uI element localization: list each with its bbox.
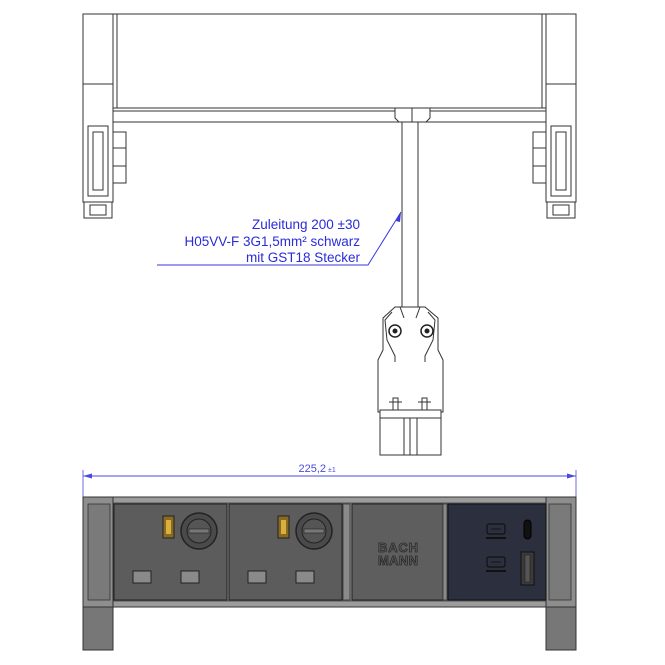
annotation-line-3: mit GST18 Stecker: [246, 250, 361, 265]
socket-slot: [180, 570, 200, 584]
usb-a-icon: [486, 556, 506, 568]
bachmann-logo-line2: MANN: [378, 553, 418, 568]
usb-c-port: [523, 519, 532, 540]
socket-module-2: [228, 503, 343, 601]
dimension-tolerance: ±1: [328, 467, 336, 474]
dimension-value: 225,2: [298, 463, 326, 475]
cable: [401, 121, 419, 308]
top-body: [112, 13, 547, 109]
top-rail: [112, 107, 547, 123]
right-end-cap: [532, 13, 577, 219]
bachmann-logo: BACH: [378, 540, 418, 555]
cable-annotation: Zuleitung 200 ±30 H05VV-F 3G1,5mm² schwa…: [157, 211, 402, 266]
front-view: BACH MANN: [82, 496, 577, 651]
socket-module-1: [113, 503, 228, 601]
left-end-cap: [82, 13, 127, 219]
socket-slot: [132, 570, 152, 584]
socket-slot: [247, 570, 267, 584]
blank-logo-module: BACH MANN: [351, 503, 444, 601]
usb-c-icon: [486, 523, 506, 535]
gst18-plug: [377, 306, 444, 456]
top-view: Zuleitung 200 ±30 H05VV-F 3G1,5mm² schwa…: [82, 13, 577, 456]
annotation-line-2: H05VV-F 3G1,5mm² schwarz: [184, 234, 360, 249]
usb-charger-module: [447, 503, 547, 601]
annotation-line-1: Zuleitung 200 ±30: [252, 217, 360, 232]
width-dimension: 225,2 ±1: [82, 463, 577, 497]
right-leg: [545, 606, 577, 651]
socket-slot: [295, 570, 315, 584]
left-leg: [82, 606, 114, 651]
